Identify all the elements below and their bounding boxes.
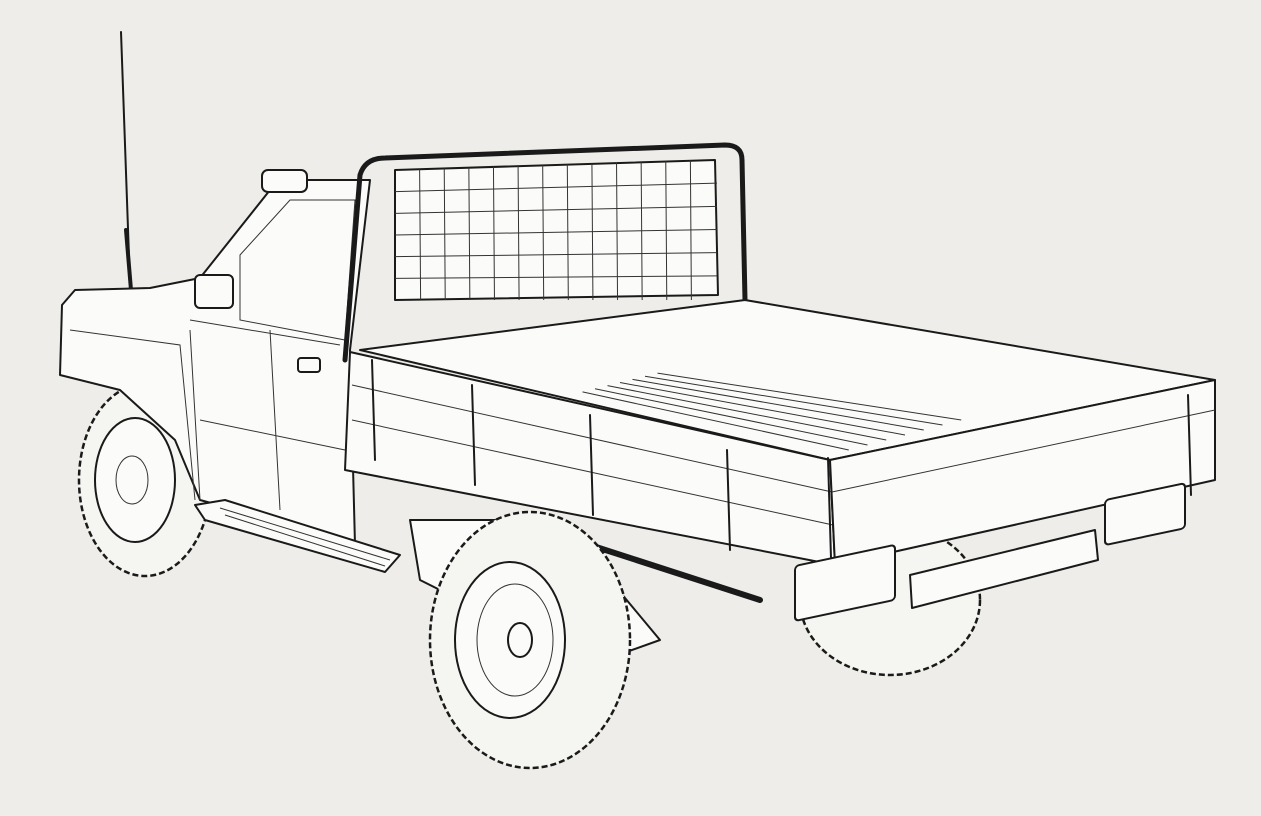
plank-line <box>607 385 887 441</box>
side-mirror <box>194 274 234 309</box>
tail-light-right <box>1104 482 1186 546</box>
rear-near-wheel <box>428 510 632 770</box>
rail <box>587 542 763 603</box>
antenna <box>120 31 133 292</box>
side-posts <box>371 359 1192 559</box>
mesh-grid <box>394 160 718 301</box>
mesh-horizontal <box>394 275 718 279</box>
cab <box>59 169 401 573</box>
plank-line <box>619 382 906 436</box>
plank-line <box>657 372 962 421</box>
plank-line <box>632 378 924 431</box>
side-post <box>827 457 832 559</box>
plank-line <box>644 375 943 426</box>
side-post <box>371 359 376 461</box>
tray <box>344 299 1216 622</box>
plank-line <box>582 391 849 451</box>
tail-light-left <box>794 544 896 622</box>
mesh-horizontal <box>394 229 718 236</box>
plank-line <box>594 388 868 446</box>
mesh-horizontal <box>394 252 718 258</box>
tow-bar <box>909 529 1099 609</box>
tray-rear <box>829 379 1216 566</box>
headboard <box>342 142 748 363</box>
side-post <box>589 414 594 516</box>
snorkel-head <box>261 169 308 193</box>
wheel-hub <box>507 622 533 658</box>
mesh-horizontal <box>394 205 718 214</box>
side-post <box>726 449 731 551</box>
door-handle <box>297 357 321 373</box>
tray-planks <box>582 372 962 451</box>
side-post <box>471 384 476 486</box>
mesh-horizontal <box>394 182 718 193</box>
side-post <box>1187 394 1192 496</box>
